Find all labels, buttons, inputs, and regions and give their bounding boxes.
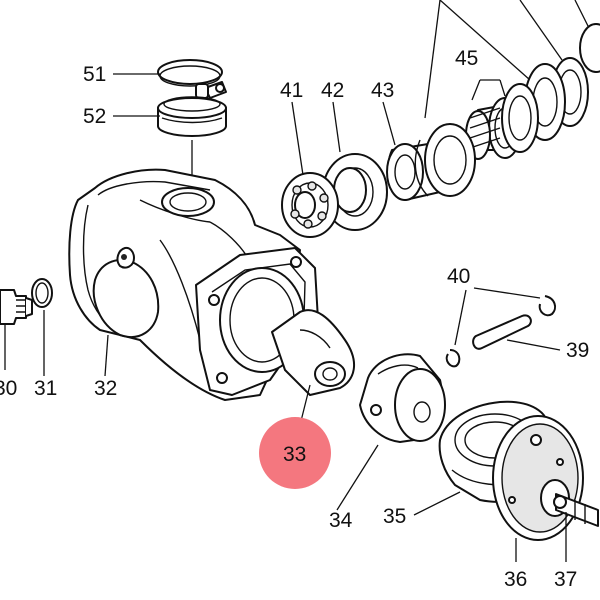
leader-35 — [413, 491, 461, 516]
circlip-40b — [445, 349, 461, 368]
callout-41: 41 — [280, 79, 303, 102]
sleeve-43 — [386, 123, 476, 201]
leader-40 — [454, 287, 541, 346]
leader-45 — [471, 79, 506, 101]
callout-36: 36 — [504, 568, 527, 591]
flange-33 — [195, 247, 355, 396]
pin-39 — [472, 314, 532, 350]
leader-41 — [291, 101, 304, 176]
boot-52 — [157, 96, 227, 137]
callout-39: 39 — [566, 339, 589, 362]
callout-42: 42 — [321, 79, 344, 102]
callout-52: 52 — [83, 105, 106, 128]
leader-32 — [104, 334, 109, 377]
needle-bearing-45 — [465, 83, 539, 160]
callout-35: 35 — [383, 505, 406, 528]
leader-43 — [382, 101, 396, 146]
output-shaft-37 — [553, 493, 599, 527]
leader-39 — [506, 339, 561, 351]
ball-bearing-41 — [281, 172, 339, 238]
leader-34 — [336, 444, 379, 511]
cup-hub-34 — [359, 353, 446, 443]
callout-45: 45 — [455, 47, 478, 70]
plug-30 — [0, 289, 33, 325]
leader-42 — [332, 101, 341, 153]
callout-32: 32 — [94, 377, 117, 400]
callout-33: 33 — [283, 443, 306, 466]
highlight-marker — [259, 417, 331, 489]
callout-37: 37 — [554, 568, 577, 591]
callout-30: 30 — [0, 377, 17, 400]
callout-51: 51 — [83, 63, 106, 86]
washer-42 — [322, 153, 388, 231]
callout-43: 43 — [371, 79, 394, 102]
disc-plate-36 — [492, 415, 584, 541]
hose-clamp-51 — [157, 59, 227, 99]
o-ring-31 — [31, 278, 53, 308]
callout-40: 40 — [447, 265, 470, 288]
circlip-40a — [538, 295, 557, 317]
callout-34: 34 — [329, 509, 353, 532]
callout-31: 31 — [34, 377, 57, 400]
